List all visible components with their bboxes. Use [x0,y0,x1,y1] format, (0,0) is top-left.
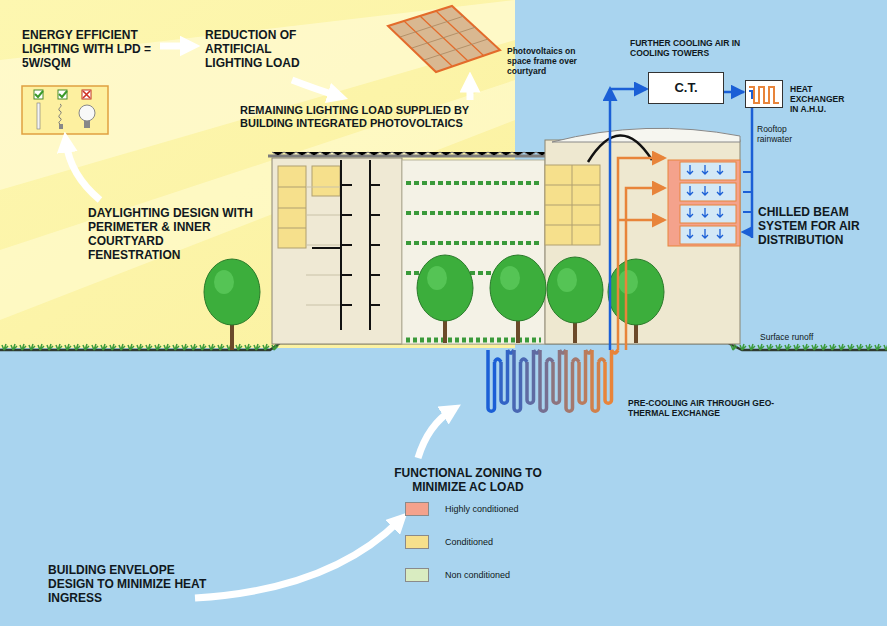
legend-text: Conditioned [445,537,493,548]
legend-text: Highly conditioned [445,504,519,515]
geothermal-loop [488,350,618,411]
heading-label: BUILDING ENVELOPE DESIGN TO MINIMIZE HEA… [48,563,208,605]
label-holder: DAYLIGHTING DESIGN WITH PERIMETER & INNE… [88,206,256,263]
heading-label: REDUCTION OF ARTIFICIAL LIGHTING LOAD [205,28,330,70]
legend-swatch [405,535,429,549]
label-holder: BUILDING ENVELOPE DESIGN TO MINIMIZE HEA… [48,563,208,605]
heading-label: FUNCTIONAL ZONING TO MINIMIZE AC LOAD [378,466,558,494]
heading-label: CHILLED BEAM SYSTEM FOR AIR DISTRIBUTION [758,205,884,247]
label-holder: FUNCTIONAL ZONING TO MINIMIZE AC LOAD [378,466,558,494]
legend-swatch [405,502,429,516]
note-label: FURTHER COOLING AIR IN COOLING TOWERS [630,38,760,58]
label-holder: Rooftop rainwater [757,124,807,144]
note-label: PRE-COOLING AIR THROUGH GEO-THERMAL EXCH… [628,398,788,418]
building [268,128,740,344]
trees [204,255,664,350]
note-label: Rooftop rainwater [757,124,807,144]
heat-exchanger-box: HEAT EXCHANGER IN A.H.U. [745,80,783,108]
label-holder: PRE-COOLING AIR THROUGH GEO-THERMAL EXCH… [628,398,788,418]
photovoltaic-panels [388,6,500,72]
label-holder: ENERGY EFFICIENT LIGHTING WITH LPD = 5W/… [22,28,162,70]
legend-swatch [405,568,429,582]
pipe-connector [724,91,744,94]
cooling-tower-box: C.T. [648,72,724,104]
heading-label: REMAINING LIGHTING LOAD SUPPLIED BY BUIL… [240,104,512,130]
label-holder: REDUCTION OF ARTIFICIAL LIGHTING LOAD [205,28,330,70]
box-heading: HEAT EXCHANGER IN A.H.U. [790,84,852,114]
coil-symbol [746,81,782,107]
label-holder: FURTHER COOLING AIR IN COOLING TOWERS [630,38,760,58]
legend-row: Highly conditioned [405,502,519,516]
label-holder: Surface runoff [760,332,840,342]
chilled-beam-cells [680,162,736,244]
note-label: Photovoltaics on space frame over courty… [507,46,589,76]
legend-row: Non conditioned [405,568,510,582]
lamp-icons [22,86,108,134]
heading-label: ENERGY EFFICIENT LIGHTING WITH LPD = 5W/… [22,28,162,70]
label-holder: Photovoltaics on space frame over courty… [507,46,589,76]
heading-label: DAYLIGHTING DESIGN WITH PERIMETER & INNE… [88,206,256,263]
label-holder: CHILLED BEAM SYSTEM FOR AIR DISTRIBUTION [758,205,884,247]
legend-row: Conditioned [405,535,493,549]
note-label: Surface runoff [760,332,840,342]
pipes [610,89,752,350]
legend-text: Non conditioned [445,570,510,581]
label-holder: REMAINING LIGHTING LOAD SUPPLIED BY BUIL… [240,104,512,130]
box-label: C.T. [649,73,723,102]
